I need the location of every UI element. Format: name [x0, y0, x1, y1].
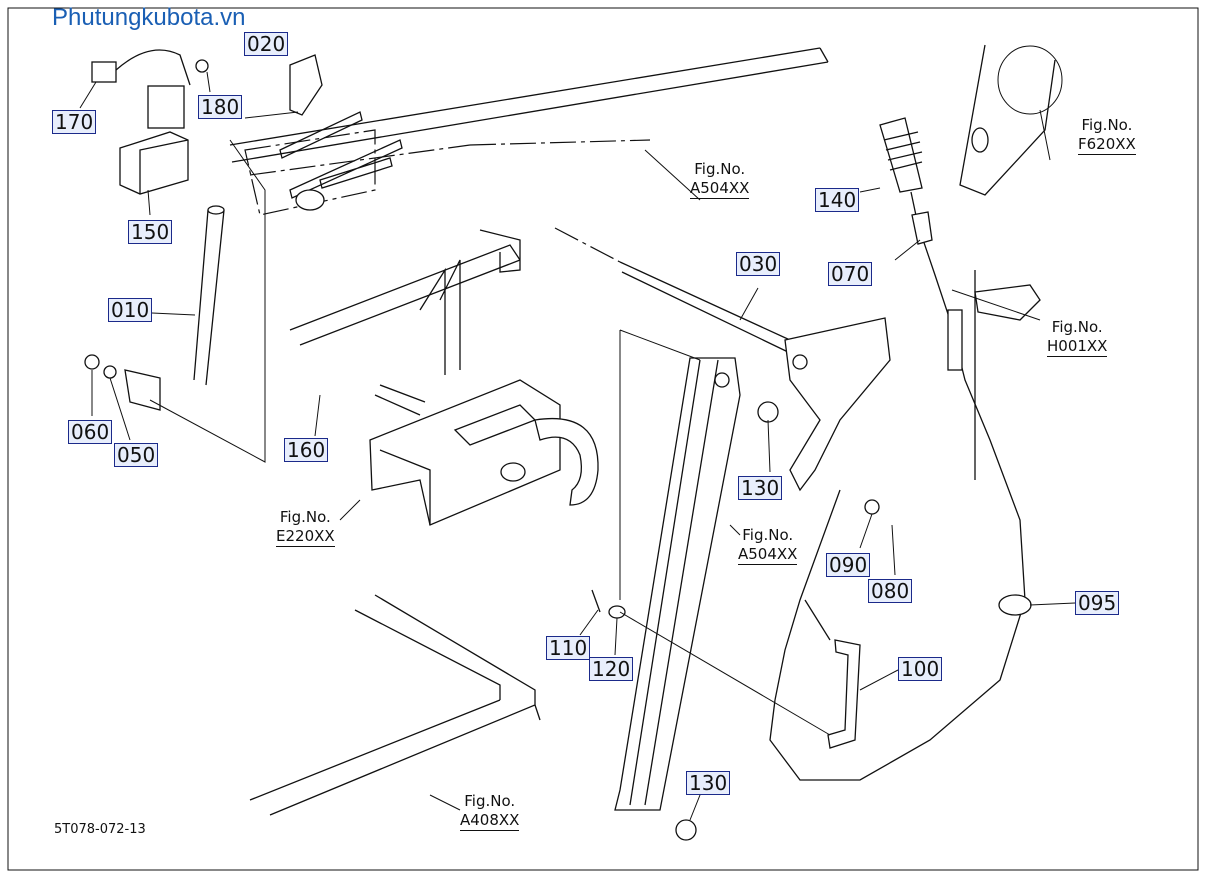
- fig-prefix: Fig.No.: [1081, 116, 1133, 134]
- fig-prefix: Fig.No.: [464, 792, 516, 810]
- beam-lower-edge: [289, 244, 521, 346]
- frame-a408: [269, 594, 536, 816]
- frame-a408-edge: [249, 699, 541, 801]
- fig-ref-h001[interactable]: Fig.No. H001XX: [1047, 318, 1108, 357]
- washer-050: [103, 365, 117, 379]
- bracket-f620-cutout: [997, 45, 1063, 115]
- nut-060: [84, 354, 100, 370]
- shaft-stub: [374, 384, 426, 416]
- drawing-frame: [7, 7, 1199, 871]
- part-label-080[interactable]: 080: [868, 579, 913, 603]
- fig-ref-a504-top[interactable]: Fig.No. A504XX: [690, 160, 750, 199]
- leader-lines: [79, 71, 1076, 821]
- fig-number: A504XX: [738, 545, 798, 565]
- bolt-180: [195, 59, 209, 73]
- fig-ref-f620[interactable]: Fig.No. F620XX: [1078, 116, 1136, 155]
- fig-prefix: Fig.No.: [279, 508, 331, 526]
- part-label-170[interactable]: 170: [52, 110, 97, 134]
- part-label-130-upper[interactable]: 130: [738, 476, 783, 500]
- fig-number: A504XX: [690, 179, 750, 199]
- site-watermark: Phutungkubota.vn: [52, 4, 246, 31]
- rod-bracket-050: [124, 369, 161, 411]
- channel-flanges: [629, 359, 719, 806]
- plate-boss: [295, 189, 325, 211]
- bracket-150-edge: [139, 139, 189, 194]
- part-label-020[interactable]: 020: [244, 32, 289, 56]
- part-label-150[interactable]: 150: [128, 220, 173, 244]
- plate-slots: [279, 111, 403, 199]
- bracket-f620: [959, 44, 1056, 196]
- bolt-130-top: [757, 401, 779, 423]
- washer-090: [864, 499, 880, 515]
- lever-plate-030: [784, 317, 891, 492]
- plate-outline: [244, 129, 376, 216]
- fig-ref-a504-mid[interactable]: Fig.No. A504XX: [738, 526, 798, 565]
- part-label-090[interactable]: 090: [826, 553, 871, 577]
- clevis-070: [911, 211, 933, 245]
- cable-adjuster: [947, 309, 963, 371]
- frame-beam: [229, 47, 829, 163]
- part-label-100[interactable]: 100: [898, 657, 943, 681]
- part-label-070[interactable]: 070: [828, 262, 873, 286]
- center-line-1: [249, 139, 651, 176]
- hook-arm: [534, 418, 599, 506]
- fig-ref-a408[interactable]: Fig.No. A408XX: [460, 792, 520, 831]
- fig-number: F620XX: [1078, 135, 1136, 155]
- harness-wire: [115, 49, 191, 86]
- bracket-h001: [974, 284, 1041, 321]
- assembly-guide-2: [619, 611, 831, 736]
- bolt-130-bottom: [675, 819, 697, 841]
- fig-prefix: Fig.No.: [742, 526, 794, 544]
- clamp-095: [998, 594, 1032, 616]
- linkage-rod: [774, 489, 841, 701]
- frame-tube: [419, 259, 461, 375]
- washer-120: [608, 605, 626, 619]
- fig-ref-e220[interactable]: Fig.No. E220XX: [276, 508, 335, 547]
- fig-number: A408XX: [460, 811, 520, 831]
- channel-guide: [619, 329, 701, 600]
- relay-body: [147, 85, 185, 129]
- pin-110: [591, 589, 601, 613]
- assembly-guide: [149, 139, 266, 463]
- fig-prefix: Fig.No.: [694, 160, 746, 178]
- fig-number: H001XX: [1047, 337, 1108, 357]
- pedal-pad-020: [289, 54, 323, 116]
- rod-top: [207, 205, 225, 215]
- part-label-110[interactable]: 110: [546, 636, 591, 660]
- fig-prefix: Fig.No.: [1051, 318, 1103, 336]
- part-label-010[interactable]: 010: [108, 298, 153, 322]
- fig-number: E220XX: [276, 527, 335, 547]
- throttle-cable: [769, 191, 1026, 781]
- cable-end: [804, 599, 831, 641]
- part-label-060[interactable]: 060: [68, 420, 113, 444]
- pivot-boss: [500, 462, 526, 482]
- channel-hole: [714, 372, 730, 388]
- bracket-e220: [369, 379, 561, 526]
- part-label-050[interactable]: 050: [114, 443, 159, 467]
- arm-030: [619, 261, 791, 353]
- part-label-095[interactable]: 095: [1075, 591, 1120, 615]
- part-label-030[interactable]: 030: [736, 252, 781, 276]
- beam-bracket: [479, 229, 521, 273]
- spring-140: [879, 117, 923, 193]
- part-label-180[interactable]: 180: [198, 95, 243, 119]
- connector-170: [91, 61, 117, 83]
- spring-coils: [883, 131, 923, 171]
- part-label-160[interactable]: 160: [284, 438, 329, 462]
- rod-010: [193, 209, 225, 386]
- part-label-130-lower[interactable]: 130: [686, 771, 731, 795]
- bracket-150: [119, 131, 189, 195]
- center-line-2: [554, 227, 621, 263]
- lever-hole: [792, 354, 808, 370]
- channel-member: [614, 357, 741, 811]
- part-label-120[interactable]: 120: [589, 657, 634, 681]
- bracket-100: [827, 639, 861, 749]
- drawing-code: 5T078-072-13: [54, 822, 146, 837]
- bracket-f620-boss: [971, 127, 989, 153]
- part-label-140[interactable]: 140: [815, 188, 860, 212]
